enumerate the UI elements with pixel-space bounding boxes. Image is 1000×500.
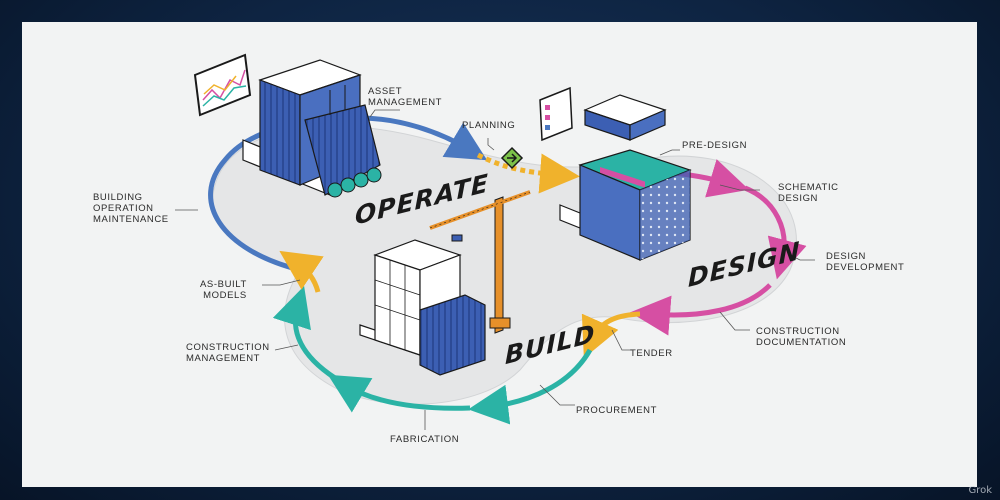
label-construction-documentation: CONSTRUCTION DOCUMENTATION — [756, 326, 847, 348]
arrow-as-built — [279, 250, 324, 293]
label-procurement: PROCUREMENT — [576, 405, 658, 416]
build-building-illustration — [359, 239, 486, 376]
planning-sign-icon — [500, 146, 524, 170]
label-design-development: DESIGN DEVELOPMENT — [826, 251, 905, 273]
leader-lines — [175, 109, 815, 430]
label-schematic-design: SCHEMATIC DESIGN — [778, 182, 839, 204]
label-asset-management: ASSET MANAGEMENT — [368, 86, 443, 108]
checklist-icon — [539, 86, 573, 142]
label-planning: PLANNING — [462, 120, 516, 131]
crane-icon — [429, 190, 531, 334]
arrow-procurement — [468, 348, 593, 425]
arrow-construction-management — [272, 285, 337, 381]
arrow-fabrication — [327, 374, 471, 413]
watermark: Grok — [968, 485, 992, 496]
label-pre-design: PRE-DESIGN — [682, 140, 748, 151]
arrow-construction-documentation — [630, 283, 772, 336]
arrow-design-development — [744, 185, 807, 280]
design-building-illustration — [559, 94, 692, 261]
label-as-built-models: AS-BUILT MODELS — [200, 279, 247, 301]
label-building-operation-maintenance: BUILDING OPERATION MAINTENANCE — [93, 192, 169, 225]
arrow-tender — [581, 311, 641, 359]
label-construction-management: CONSTRUCTION MANAGEMENT — [186, 342, 270, 364]
arrow-asset-management — [359, 115, 488, 161]
monitor-chart-icon — [193, 53, 252, 117]
label-tender: TENDER — [630, 348, 673, 359]
operate-building-illustration — [242, 59, 382, 198]
label-fabrication: FABRICATION — [390, 434, 460, 445]
